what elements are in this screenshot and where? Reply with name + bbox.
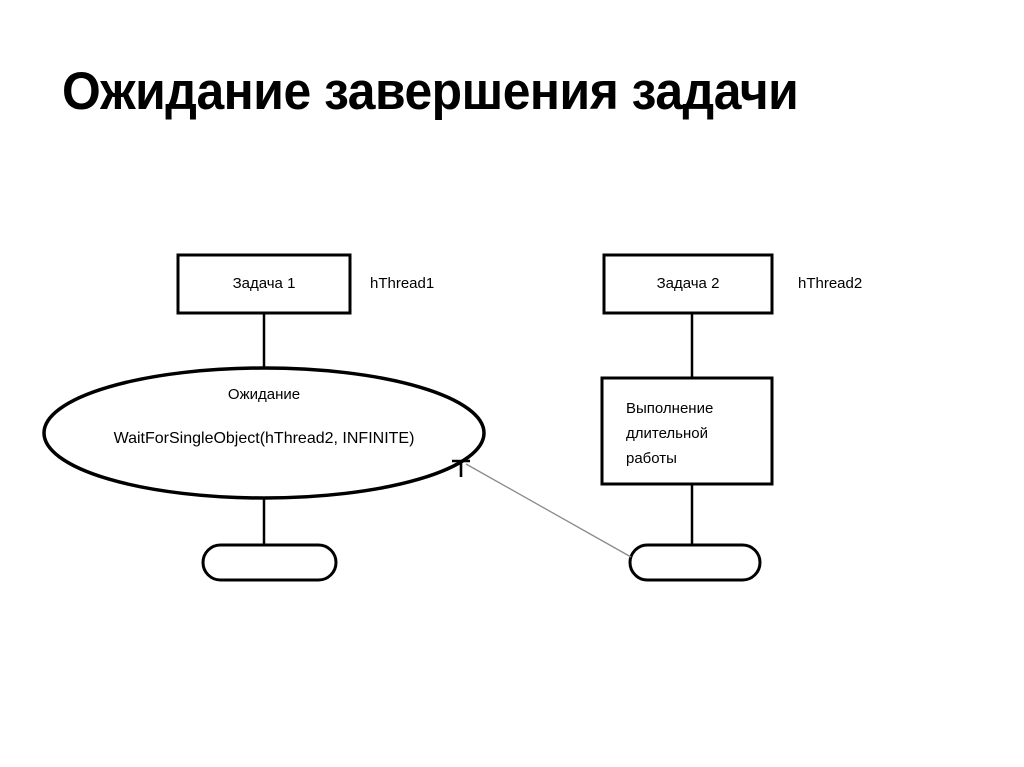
task2-box bbox=[602, 253, 774, 315]
long-work-box-label: Выполнение длительной работы bbox=[626, 400, 714, 467]
thread1-handle-label: hThread1 bbox=[370, 275, 435, 292]
page-title: Ожидание завершения задачи bbox=[62, 62, 799, 121]
thread1-terminator bbox=[201, 543, 338, 582]
signal-arrow-line bbox=[465, 463, 632, 558]
task2-box-label: Задача 2 bbox=[656, 275, 720, 292]
thread2-handle-label: hThread2 bbox=[798, 275, 863, 292]
task1-box-label: Задача 1 bbox=[232, 275, 296, 292]
task1-box bbox=[176, 253, 352, 315]
wait-state-title: Ожидание bbox=[227, 386, 301, 403]
signal-arrowhead-icon bbox=[452, 459, 470, 477]
wait-state-call: WaitForSingleObject(hThread2, INFINITE) bbox=[113, 430, 415, 447]
thread2-terminator bbox=[628, 543, 762, 582]
long-work-box bbox=[600, 376, 774, 486]
